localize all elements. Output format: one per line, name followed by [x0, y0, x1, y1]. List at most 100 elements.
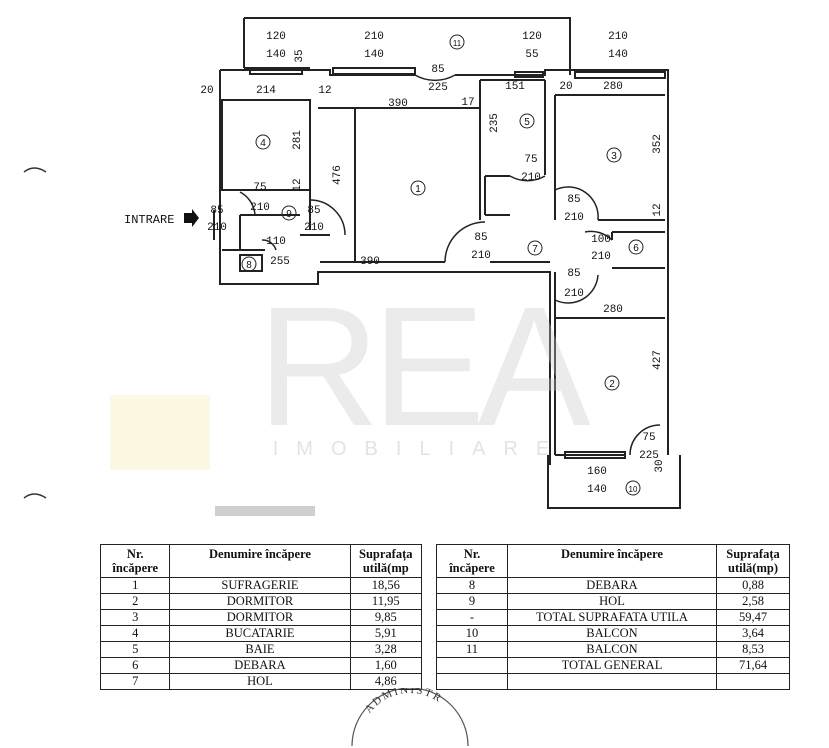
dimension-label-vertical: 235 — [489, 113, 501, 133]
room-number-2: 2 — [604, 375, 620, 391]
margin-mark — [23, 167, 47, 173]
dimension-label: 85 — [307, 205, 320, 217]
cell-area: 2,58 — [716, 593, 790, 610]
cell-nr — [436, 657, 508, 674]
cell-area: 3,64 — [716, 625, 790, 642]
header-nr: Nr. încăpere — [99, 544, 171, 578]
cell-name: DORMITOR — [169, 609, 351, 626]
dimension-label: 255 — [270, 256, 290, 268]
entrance-arrow-icon — [184, 209, 199, 227]
room-number-1: 1 — [410, 180, 426, 196]
svg-text:2: 2 — [609, 379, 615, 390]
watermark: REA IMOBILIARE — [257, 272, 599, 462]
cell-nr: 1 — [99, 577, 171, 594]
dimension-label: 225 — [428, 82, 448, 94]
room-number-5: 5 — [519, 113, 535, 129]
dimension-label: 85 — [567, 268, 580, 280]
dimension-label: 210 — [304, 222, 324, 234]
cell-name: DEBARA — [169, 657, 351, 674]
cell-name: BALCON — [507, 641, 717, 658]
cell-area: 3,28 — [349, 641, 423, 658]
cell-area: 18,56 — [349, 577, 423, 594]
dimension-label: 85 — [567, 194, 580, 206]
dimension-label: 120 — [522, 31, 542, 43]
svg-text:3: 3 — [611, 151, 617, 162]
dimension-label: 75 — [253, 182, 266, 194]
room-number-7: 7 — [527, 240, 543, 256]
dimension-label-vertical: 476 — [332, 165, 344, 185]
dimension-label: 140 — [364, 49, 384, 61]
room-table-right: Nr. încăpere Denumire încăpere Suprafața… — [436, 544, 790, 690]
header-nr: Nr. încăpere — [436, 544, 508, 578]
cell-nr: 3 — [99, 609, 171, 626]
room-number-10: 10 — [625, 480, 641, 496]
stamp-text: ADMINISTR — [363, 688, 445, 715]
dimension-label: 110 — [266, 236, 286, 248]
svg-text:4: 4 — [260, 138, 266, 149]
cell-name: TOTAL SUPRAFATA UTILA — [507, 609, 717, 626]
dimension-label: 85 — [474, 232, 487, 244]
cell-area: 9,85 — [349, 609, 423, 626]
dimension-label: 390 — [388, 98, 408, 110]
header-name: Denumire încăpere — [169, 544, 351, 578]
header-area: Suprafața utilă(mp — [349, 544, 423, 578]
dimension-label: 140 — [266, 49, 286, 61]
cell-nr: 10 — [436, 625, 508, 642]
room-number-8: 8 — [241, 256, 257, 272]
door-swings — [239, 74, 661, 456]
dimension-label-vertical: 427 — [652, 350, 664, 370]
dimension-label: 390 — [360, 256, 380, 268]
svg-text:1: 1 — [415, 184, 421, 195]
header-name: Denumire încăpere — [507, 544, 717, 578]
dimension-label: 210 — [564, 288, 584, 300]
cell-nr: 2 — [99, 593, 171, 610]
svg-text:9: 9 — [286, 209, 292, 220]
cell-name: TOTAL GENERAL — [507, 657, 717, 674]
dimension-label: 280 — [603, 304, 623, 316]
cell-nr: 7 — [99, 673, 171, 690]
cell-area: 0,88 — [716, 577, 790, 594]
cell-nr: 9 — [436, 593, 508, 610]
svg-text:7: 7 — [532, 244, 538, 255]
yellow-smudge — [110, 395, 210, 470]
cell-area: 11,95 — [349, 593, 423, 610]
cell-nr: 8 — [436, 577, 508, 594]
gray-mark — [215, 506, 315, 516]
dimension-label: 210 — [207, 222, 227, 234]
dimension-label: 100 — [591, 234, 611, 246]
dimension-label: 210 — [564, 212, 584, 224]
cell-name: BUCATARIE — [169, 625, 351, 642]
room-table-left: Nr. încăpere Denumire încăpere Suprafața… — [99, 544, 423, 690]
dimension-label: 75 — [642, 432, 655, 444]
dimension-label-vertical: 12 — [292, 178, 304, 191]
room-number-3: 3 — [606, 147, 622, 163]
cell-area: 1,60 — [349, 657, 423, 674]
room-number-9: 9 — [281, 205, 297, 221]
dimension-label-vertical: 12 — [652, 203, 664, 216]
dimension-label: 140 — [587, 484, 607, 496]
cell-area: 4,86 — [349, 673, 423, 690]
stamp: ADMINISTR — [351, 688, 469, 747]
dimension-label: 160 — [587, 466, 607, 478]
margin-mark — [23, 493, 47, 499]
header-area: Suprafața utilă(mp) — [716, 544, 790, 578]
dimension-label: 280 — [603, 81, 623, 93]
dimension-label: 85 — [431, 64, 444, 76]
cell-area: 5,91 — [349, 625, 423, 642]
cell-name: BAIE — [169, 641, 351, 658]
dimension-label: 12 — [318, 85, 331, 97]
dimension-label: 120 — [266, 31, 286, 43]
cell-name: SUFRAGERIE — [169, 577, 351, 594]
cell-area: 71,64 — [716, 657, 790, 674]
dimension-label-vertical: 281 — [292, 130, 304, 150]
dimension-label: 140 — [608, 49, 628, 61]
